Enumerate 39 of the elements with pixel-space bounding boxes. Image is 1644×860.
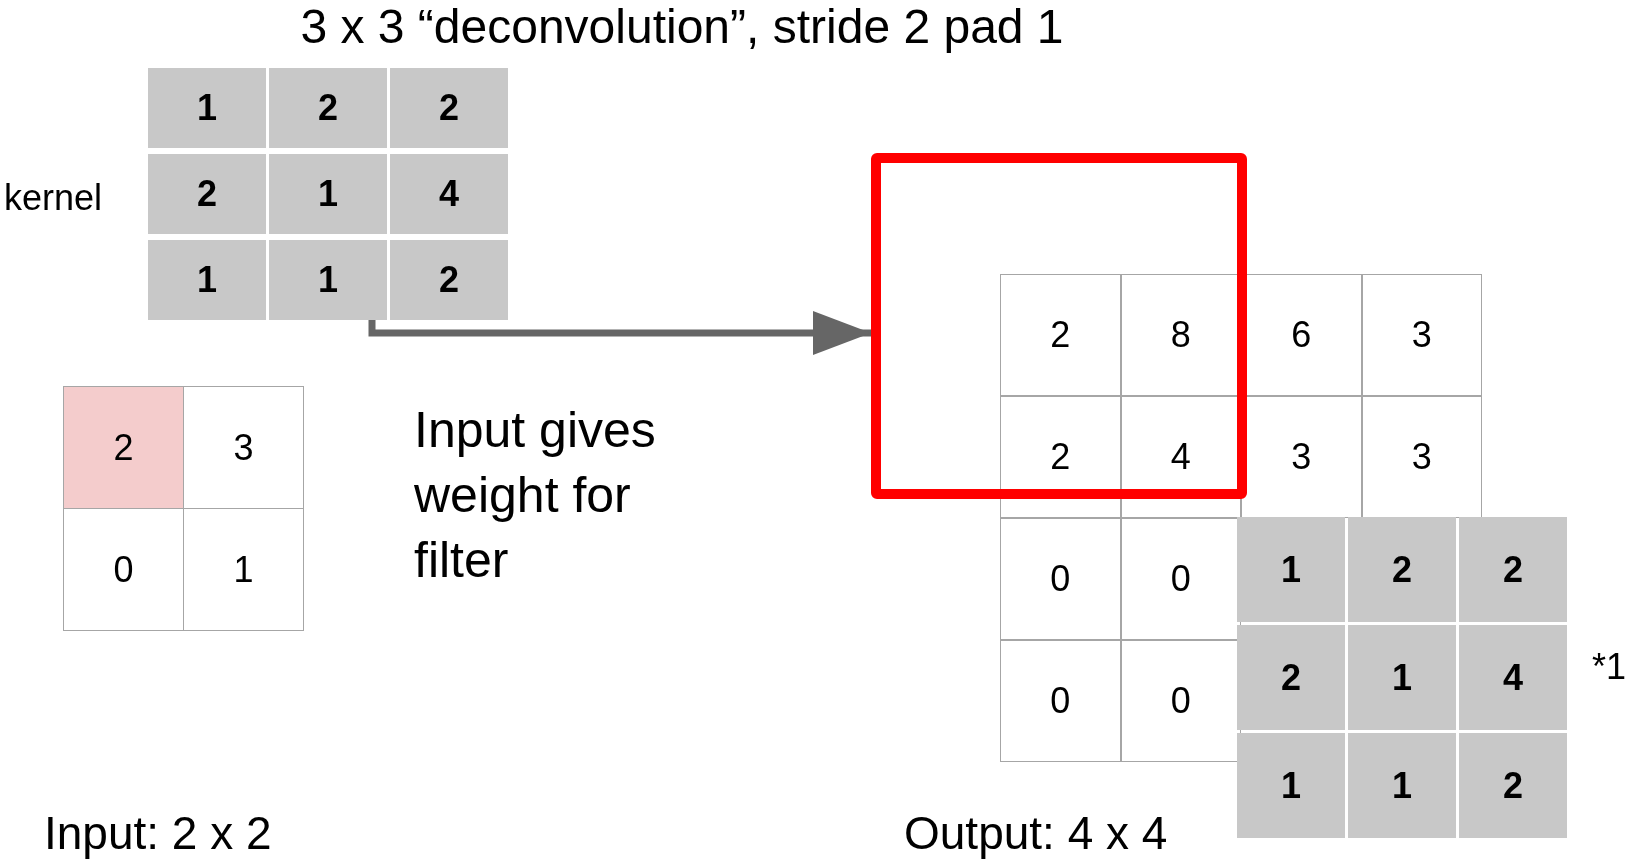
- kernel-cell: 2: [1237, 625, 1345, 730]
- output-cell: 3: [1361, 274, 1482, 396]
- kernel-cell: 1: [1348, 625, 1456, 730]
- matrix-label: *1: [1592, 645, 1628, 689]
- explanation-text: Input gives weight for filter: [414, 400, 657, 590]
- kernel-cell: 2: [1459, 517, 1567, 622]
- kernel-cell: 1: [1237, 733, 1345, 838]
- highlighted-input-cell: 2: [63, 386, 184, 509]
- kernel-cell: 2: [1348, 517, 1456, 622]
- size-caption: Input: 2 x 2: [44, 806, 273, 860]
- input-cell: 0: [63, 508, 184, 631]
- kernel-cell: 2: [390, 240, 508, 320]
- kernel-cell: 4: [390, 154, 508, 234]
- kernel-cell: 2: [269, 68, 387, 148]
- output-cell: 3: [1241, 396, 1362, 518]
- output-cell: 0: [1120, 640, 1241, 762]
- kernel-cell: 1: [148, 68, 266, 148]
- kernel-cell: 1: [1348, 733, 1456, 838]
- output-cell: 0: [1120, 518, 1241, 640]
- output-cell: 3: [1361, 396, 1482, 518]
- kernel-cell: 2: [390, 68, 508, 148]
- kernel-cell: 1: [269, 240, 387, 320]
- kernel-cell: 1: [148, 240, 266, 320]
- output-cell: 0: [1000, 518, 1121, 640]
- kernel-cell: 2: [148, 154, 266, 234]
- highlight-frame: [871, 153, 1247, 499]
- kernel-cell: 1: [269, 154, 387, 234]
- kernel-cell: 2: [1459, 733, 1567, 838]
- matrix-label: kernel: [4, 176, 104, 220]
- kernel-grid: [148, 68, 508, 320]
- input-cell: 3: [183, 386, 304, 509]
- output-cell: 2: [1000, 396, 1121, 518]
- output-cell: 0: [1000, 640, 1121, 762]
- output-cell: 2: [1000, 274, 1121, 396]
- title: 3 x 3 “deconvolution”, stride 2 pad 1: [299, 0, 1065, 52]
- kernel-cell: 1: [1237, 517, 1345, 622]
- kernel-cell: 4: [1459, 625, 1567, 730]
- size-caption: Output: 4 x 4: [904, 806, 1169, 860]
- input-cell: 1: [183, 508, 304, 631]
